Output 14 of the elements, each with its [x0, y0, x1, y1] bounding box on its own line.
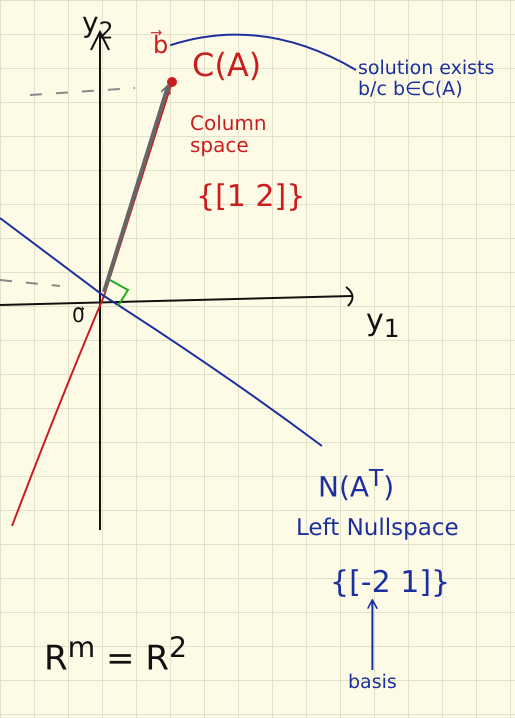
note-text: solution exists b/c b∈C(A) — [358, 58, 508, 100]
space-equation: R$^{m}$ = R$^{2}$ — [44, 632, 187, 678]
axis-label: y$_{1}$ — [366, 304, 400, 342]
subspace-name: Column space — [190, 112, 268, 156]
subspace-name: Left Nullspace — [296, 516, 459, 542]
origin-label: 0⃗ — [72, 304, 85, 326]
subspace-label: C(A) — [192, 48, 262, 84]
arrow — [366, 599, 378, 670]
basis-vector-set: {[-2 1]} — [330, 566, 450, 599]
subspace-label: N(A$^{T}$) — [318, 466, 394, 504]
vector-label: b⃗ — [153, 32, 168, 58]
leader-line — [170, 34, 356, 71]
note-text: basis — [348, 672, 397, 693]
basis-vector-set: {[1 2]} — [196, 180, 306, 213]
